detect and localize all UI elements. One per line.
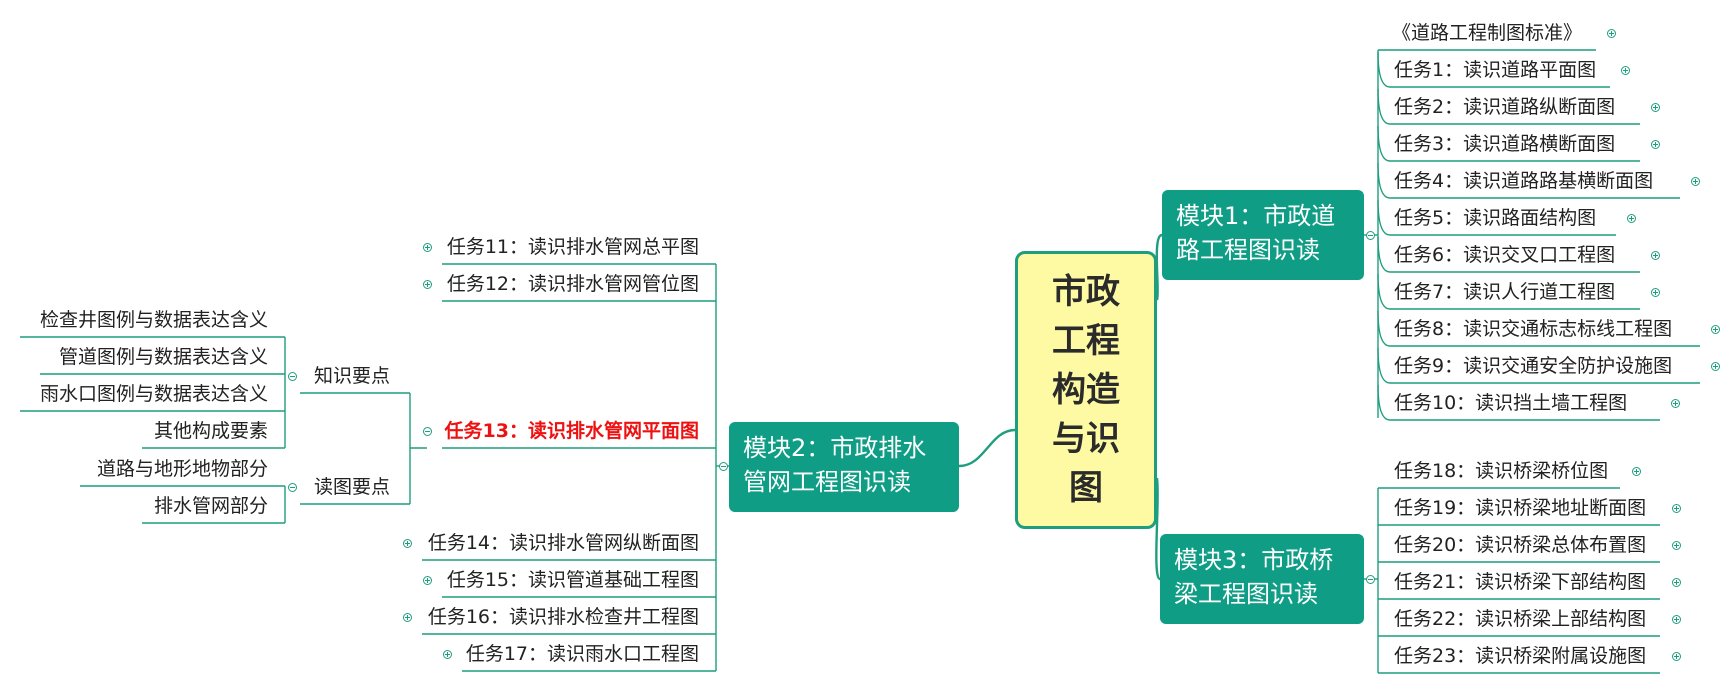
central-topic-label: 市政工程构造与识图 (1052, 271, 1120, 508)
module-3-task-5[interactable]: 任务23：读识桥梁附属设施图 (1394, 645, 1647, 667)
module-1-task-4-expand-toggle[interactable] (1690, 176, 1700, 186)
module-3-task-2[interactable]: 任务20：读识桥梁总体布置图 (1394, 534, 1647, 556)
module-3-task-3-expand-toggle[interactable] (1671, 577, 1681, 587)
module-2-collapse-toggle[interactable] (718, 461, 728, 471)
module-1-task-3-expand-toggle[interactable] (1650, 139, 1660, 149)
module-3-task-3[interactable]: 任务21：读识桥梁下部结构图 (1394, 571, 1647, 593)
module-2-task-4[interactable]: 任务15：读识管道基础工程图 (446, 569, 699, 591)
module-3-task-0[interactable]: 任务18：读识桥梁桥位图 (1394, 460, 1609, 482)
module-3-task-4-expand-toggle[interactable] (1671, 614, 1681, 624)
module-1-topic[interactable]: 模块1：市政道路工程图识读 (1162, 190, 1364, 280)
module-1-task-6-expand-toggle[interactable] (1650, 250, 1660, 260)
module-1-collapse-toggle[interactable] (1365, 230, 1375, 240)
module-2-task-6[interactable]: 任务17：读识雨水口工程图 (465, 643, 699, 665)
module-3-task-1-expand-toggle[interactable] (1671, 503, 1681, 513)
module-1-task-3-underline (1377, 125, 1640, 162)
module-3-collapse-toggle[interactable] (1365, 574, 1375, 584)
central-topic[interactable]: 市政工程构造与识图 (1015, 251, 1157, 529)
module-1-task-10-underline (1377, 384, 1660, 421)
module-1-task-1-expand-toggle[interactable] (1620, 65, 1630, 75)
task-13-subtopic-1-leaf-1[interactable]: 排水管网部分 (153, 495, 268, 517)
module-2-task-1-toggle[interactable] (422, 279, 432, 289)
connector-central-module-2 (958, 428, 1016, 468)
module-1-task-2[interactable]: 任务2：读识道路纵断面图 (1394, 96, 1616, 118)
module-1-task-4[interactable]: 任务4：读识道路路基横断面图 (1394, 170, 1654, 192)
module-2-task-5[interactable]: 任务16：读识排水检查井工程图 (427, 606, 699, 628)
module-2-label: 模块2：市政排水管网工程图识读 (743, 434, 927, 496)
module-1-task-2-underline (1377, 88, 1640, 125)
connector-central-module-3 (1155, 477, 1162, 581)
module-3-topic[interactable]: 模块3：市政桥梁工程图识读 (1160, 534, 1364, 624)
module-1-task-5-underline (1377, 199, 1616, 236)
module-1-task-4-underline (1377, 162, 1680, 199)
task-13-subtopic-1-collapse-toggle[interactable] (287, 482, 297, 492)
module-1-task-9[interactable]: 任务9：读识交通安全防护设施图 (1394, 355, 1673, 377)
task-13-subtopic-0[interactable]: 知识要点 (313, 365, 390, 387)
module-1-task-1-underline (1377, 51, 1610, 88)
module-2-task-1[interactable]: 任务12：读识排水管网管位图 (446, 273, 699, 295)
module-1-task-7-expand-toggle[interactable] (1650, 287, 1660, 297)
task-13-subtopic-0-leaf-2[interactable]: 雨水口图例与数据表达含义 (39, 383, 268, 405)
module-2-task-2-toggle[interactable] (422, 426, 432, 436)
module-1-task-8[interactable]: 任务8：读识交通标志标线工程图 (1394, 318, 1673, 340)
module-3-task-2-expand-toggle[interactable] (1671, 540, 1681, 550)
module-1-task-3[interactable]: 任务3：读识道路横断面图 (1394, 133, 1616, 155)
module-1-task-0-expand-toggle[interactable] (1606, 28, 1616, 38)
module-2-task-3-toggle[interactable] (402, 538, 412, 548)
module-2-task-4-toggle[interactable] (422, 575, 432, 585)
module-2-task-2[interactable]: 任务13：读识排水管网平面图 (444, 420, 699, 442)
module-1-task-10[interactable]: 任务10：读识挡土墙工程图 (1394, 392, 1628, 414)
module-3-task-5-expand-toggle[interactable] (1671, 651, 1681, 661)
module-1-task-6[interactable]: 任务6：读识交叉口工程图 (1394, 244, 1616, 266)
module-3-task-4[interactable]: 任务22：读识桥梁上部结构图 (1394, 608, 1647, 630)
module-3-label: 模块3：市政桥梁工程图识读 (1174, 546, 1334, 608)
module-2-task-0-toggle[interactable] (422, 242, 432, 252)
module-1-task-6-underline (1377, 236, 1640, 273)
module-1-task-9-expand-toggle[interactable] (1710, 361, 1720, 371)
module-1-task-7-underline (1377, 273, 1640, 310)
module-2-task-0[interactable]: 任务11：读识排水管网总平图 (446, 236, 699, 258)
module-1-task-5-expand-toggle[interactable] (1626, 213, 1636, 223)
module-1-task-8-expand-toggle[interactable] (1710, 324, 1720, 334)
module-1-task-9-underline (1377, 347, 1700, 384)
task-13-subtopic-1[interactable]: 读图要点 (313, 476, 390, 498)
module-2-task-3[interactable]: 任务14：读识排水管网纵断面图 (427, 532, 699, 554)
task-13-subtopic-1-leaf-0[interactable]: 道路与地形地物部分 (96, 458, 268, 480)
module-1-task-2-expand-toggle[interactable] (1650, 102, 1660, 112)
module-1-task-0[interactable]: 《道路工程制图标准》 (1392, 22, 1583, 44)
module-1-task-5[interactable]: 任务5：读识路面结构图 (1394, 207, 1597, 229)
module-3-task-0-expand-toggle[interactable] (1631, 466, 1641, 476)
module-2-topic[interactable]: 模块2：市政排水管网工程图识读 (729, 422, 959, 512)
module-1-task-7[interactable]: 任务7：读识人行道工程图 (1394, 281, 1616, 303)
task-13-subtopic-0-leaf-0[interactable]: 检查井图例与数据表达含义 (39, 309, 268, 331)
module-3-task-1[interactable]: 任务19：读识桥梁地址断面图 (1394, 497, 1647, 519)
module-1-label: 模块1：市政道路工程图识读 (1176, 202, 1336, 264)
module-1-task-8-underline (1377, 310, 1700, 347)
task-13-subtopic-0-leaf-1[interactable]: 管道图例与数据表达含义 (58, 346, 268, 368)
task-13-subtopic-0-leaf-3[interactable]: 其他构成要素 (153, 420, 268, 442)
task-13-subtopic-0-collapse-toggle[interactable] (287, 371, 297, 381)
module-1-task-1[interactable]: 任务1：读识道路平面图 (1394, 59, 1597, 81)
module-1-task-10-expand-toggle[interactable] (1670, 398, 1680, 408)
module-2-task-6-toggle[interactable] (442, 649, 452, 659)
module-2-task-5-toggle[interactable] (402, 612, 412, 622)
